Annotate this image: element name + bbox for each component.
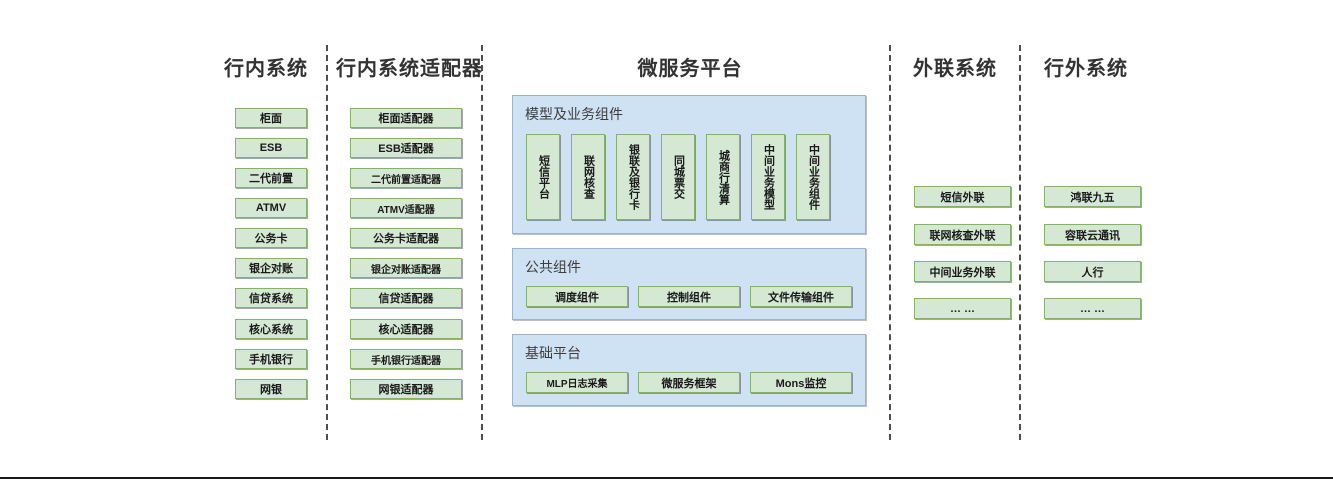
divider-1: [326, 45, 328, 440]
adapter-box[interactable]: 银企对账适配器: [350, 258, 462, 278]
component-label: 银联及银行卡: [627, 144, 640, 210]
adapter-box[interactable]: ESB适配器: [350, 138, 462, 158]
foundation-component-box[interactable]: MLP日志采集: [526, 372, 628, 393]
adapter-box[interactable]: 信贷适配器: [350, 288, 462, 308]
system-box[interactable]: ATMV: [235, 198, 307, 218]
component-label: 中间业务模型: [762, 144, 775, 210]
adapter-box[interactable]: 核心适配器: [350, 319, 462, 339]
component-label: 中间业务组件: [807, 144, 820, 210]
component-box-vertical[interactable]: 银联及银行卡: [616, 134, 650, 220]
outside-bank-box[interactable]: 容联云通讯: [1044, 224, 1141, 245]
system-box[interactable]: 二代前置: [235, 168, 307, 188]
panel-foundation-platform: 基础平台: [512, 334, 866, 406]
column-header-external-link-systems: 外联系统: [913, 58, 997, 80]
panel-title: 公共组件: [525, 259, 581, 275]
foundation-component-box[interactable]: Mons监控: [750, 372, 852, 393]
adapter-box[interactable]: ATMV适配器: [350, 198, 462, 218]
system-box[interactable]: 信贷系统: [235, 288, 307, 308]
outside-bank-box[interactable]: 人行: [1044, 261, 1141, 282]
column-header-microservice-platform: 微服务平台: [637, 58, 743, 80]
system-box[interactable]: 柜面: [235, 108, 307, 128]
system-box[interactable]: 手机银行: [235, 349, 307, 369]
adapter-box[interactable]: 二代前置适配器: [350, 168, 462, 188]
external-link-box[interactable]: 短信外联: [914, 186, 1011, 207]
component-label: 城商行清算: [717, 149, 730, 205]
system-box[interactable]: 网银: [235, 379, 307, 399]
component-box-vertical[interactable]: 同城票交: [661, 134, 695, 220]
component-box-vertical[interactable]: 短信平台: [526, 134, 560, 220]
system-box[interactable]: 银企对账: [235, 258, 307, 278]
panel-public-components: 公共组件: [512, 248, 866, 320]
component-box-vertical[interactable]: 中间业务组件: [796, 134, 830, 220]
bottom-divider: [0, 477, 1333, 479]
external-link-box[interactable]: 联网核查外联: [914, 224, 1011, 245]
column-header-internal-adapters: 行内系统适配器: [336, 58, 483, 80]
system-box[interactable]: ESB: [235, 138, 307, 158]
adapter-box[interactable]: 公务卡适配器: [350, 228, 462, 248]
component-label: 联网核查: [582, 155, 595, 199]
component-box-vertical[interactable]: 中间业务模型: [751, 134, 785, 220]
external-link-box[interactable]: … …: [914, 298, 1011, 319]
panel-title: 基础平台: [525, 345, 581, 361]
divider-4: [1019, 45, 1021, 440]
column-header-outside-bank-systems: 行外系统: [1044, 58, 1128, 80]
component-label: 短信平台: [537, 155, 550, 199]
external-link-box[interactable]: 中间业务外联: [914, 261, 1011, 282]
public-component-box[interactable]: 控制组件: [638, 286, 740, 307]
public-component-box[interactable]: 调度组件: [526, 286, 628, 307]
outside-bank-box[interactable]: 鸿联九五: [1044, 186, 1141, 207]
column-header-internal-systems: 行内系统: [224, 58, 308, 80]
component-box-vertical[interactable]: 城商行清算: [706, 134, 740, 220]
public-component-box[interactable]: 文件传输组件: [750, 286, 852, 307]
adapter-box[interactable]: 手机银行适配器: [350, 349, 462, 369]
system-box[interactable]: 核心系统: [235, 319, 307, 339]
component-label: 同城票交: [672, 155, 685, 199]
panel-title: 模型及业务组件: [525, 106, 623, 122]
adapter-box[interactable]: 网银适配器: [350, 379, 462, 399]
divider-2: [481, 45, 483, 440]
foundation-component-box[interactable]: 微服务框架: [638, 372, 740, 393]
adapter-box[interactable]: 柜面适配器: [350, 108, 462, 128]
outside-bank-box[interactable]: … …: [1044, 298, 1141, 319]
component-box-vertical[interactable]: 联网核查: [571, 134, 605, 220]
system-box[interactable]: 公务卡: [235, 228, 307, 248]
divider-3: [889, 45, 891, 440]
